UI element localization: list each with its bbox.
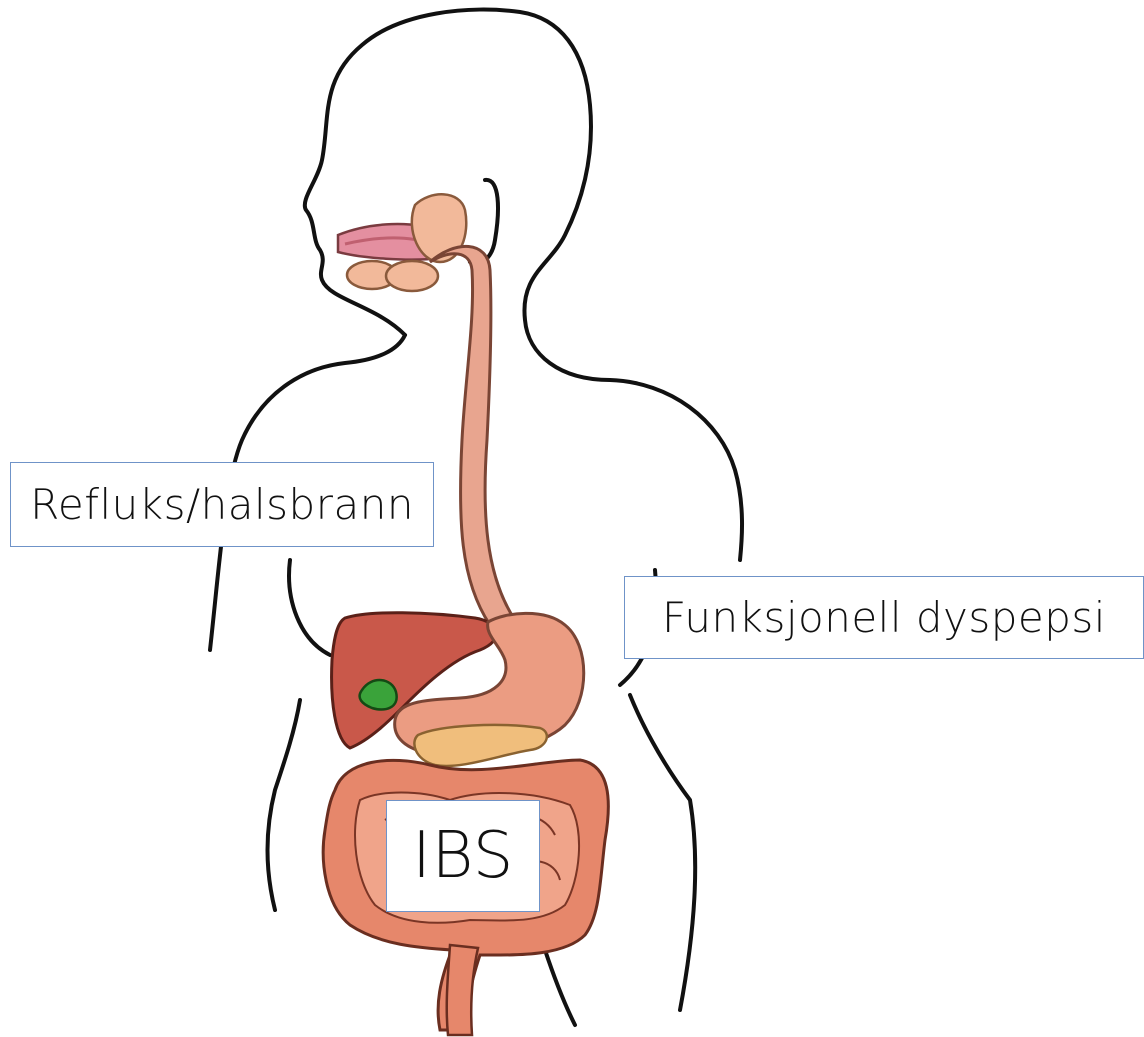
label-reflux: Refluks/halsbrann [10,462,434,547]
esophagus [430,246,515,625]
gallbladder [360,680,397,709]
label-functional-dyspepsia: Funksjonell dyspepsi [624,576,1144,659]
label-ibs: IBS [386,800,540,912]
rectum [447,945,478,1035]
pancreas [414,725,546,766]
